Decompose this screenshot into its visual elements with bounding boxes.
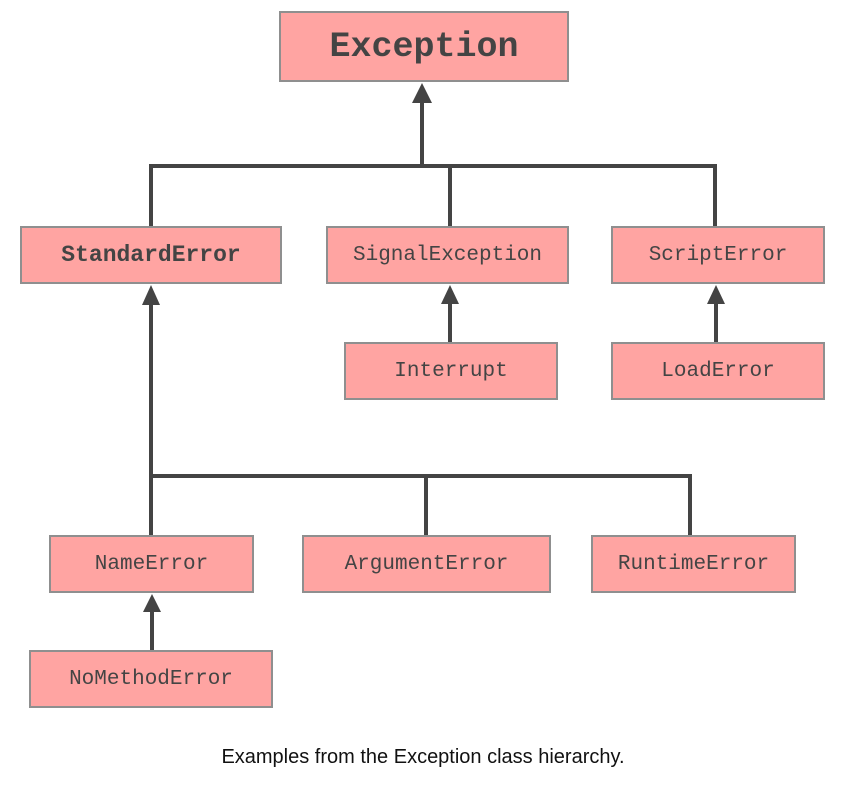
node-no-method-error: NoMethodError (29, 650, 273, 708)
node-load-error: LoadError (611, 342, 825, 400)
node-script-error: ScriptError (611, 226, 825, 284)
node-standard-error: StandardError (20, 226, 282, 284)
arrowhead-signal-exception (441, 285, 459, 304)
figure-caption: Examples from the Exception class hierar… (221, 746, 625, 768)
connector-exception-bus (149, 164, 717, 226)
node-interrupt: Interrupt (344, 342, 558, 400)
arrowhead-standard-error (142, 285, 160, 305)
node-exception: Exception (279, 11, 569, 82)
arrowhead-script-error (707, 285, 725, 304)
node-runtime-error: RuntimeError (591, 535, 796, 593)
node-argument-error: ArgumentError (302, 535, 551, 593)
node-signal-exception: SignalException (326, 226, 569, 284)
arrowhead-exception (412, 83, 432, 103)
arrowhead-name-error (143, 594, 161, 612)
node-name-error: NameError (49, 535, 254, 593)
connector-standard-error-bus (151, 474, 692, 535)
